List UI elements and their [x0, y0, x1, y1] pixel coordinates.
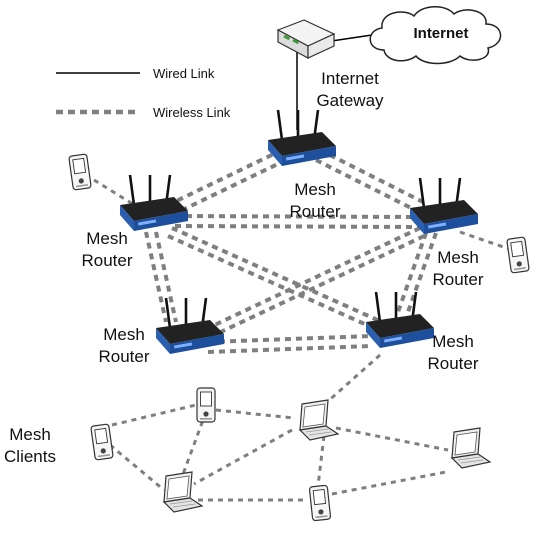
router-right-label-line2: Router — [432, 270, 483, 289]
cloud-icon — [369, 6, 502, 65]
wireless-link-legend-label: Wireless Link — [153, 105, 231, 120]
pda-icon — [68, 153, 92, 191]
router-bottom-left-label-line1: Mesh — [103, 325, 145, 344]
router-icon — [154, 296, 226, 356]
gateway-label-line1: Internet — [321, 69, 379, 88]
mesh-clients-label-line1: Mesh — [9, 425, 51, 444]
router-bottom-right: Mesh Router — [364, 290, 479, 373]
router-bottom-right-label-line1: Mesh — [432, 332, 474, 351]
mesh-clients-label-line2: Clients — [4, 447, 56, 466]
router-right: Mesh Router — [408, 176, 484, 289]
pda-icon — [308, 484, 332, 522]
laptop-icon — [451, 427, 491, 469]
laptop-icon — [163, 471, 203, 513]
router-top-label-line2: Router — [289, 202, 340, 221]
router-left-label-line1: Mesh — [86, 229, 128, 248]
router-right-label-line1: Mesh — [437, 248, 479, 267]
router-left-label-line2: Router — [81, 251, 132, 270]
internet-cloud: Internet — [369, 6, 502, 65]
legend: Wired Link Wireless Link — [56, 66, 231, 120]
router-icon — [266, 108, 338, 168]
wired-link-legend-label: Wired Link — [153, 66, 215, 81]
gateway-label-line2: Gateway — [316, 91, 384, 110]
router-top-label-line1: Mesh — [294, 180, 336, 199]
router-icon — [408, 176, 480, 236]
wireless-links — [144, 148, 438, 354]
router-bottom-left: Mesh Router — [98, 296, 226, 366]
internet-gateway: Internet Gateway — [276, 19, 384, 110]
router-left: Mesh Router — [81, 173, 190, 270]
router-bottom-right-label-line2: Router — [427, 354, 478, 373]
pda-icon — [196, 387, 216, 423]
client-links — [93, 178, 513, 502]
pda-icon — [90, 423, 114, 461]
laptop-icon — [299, 399, 339, 441]
internet-label: Internet — [413, 25, 468, 42]
router-bottom-left-label-line2: Router — [98, 347, 149, 366]
gateway-icon — [276, 19, 336, 59]
pda-icon — [506, 236, 530, 274]
router-top: Mesh Router — [266, 108, 341, 221]
